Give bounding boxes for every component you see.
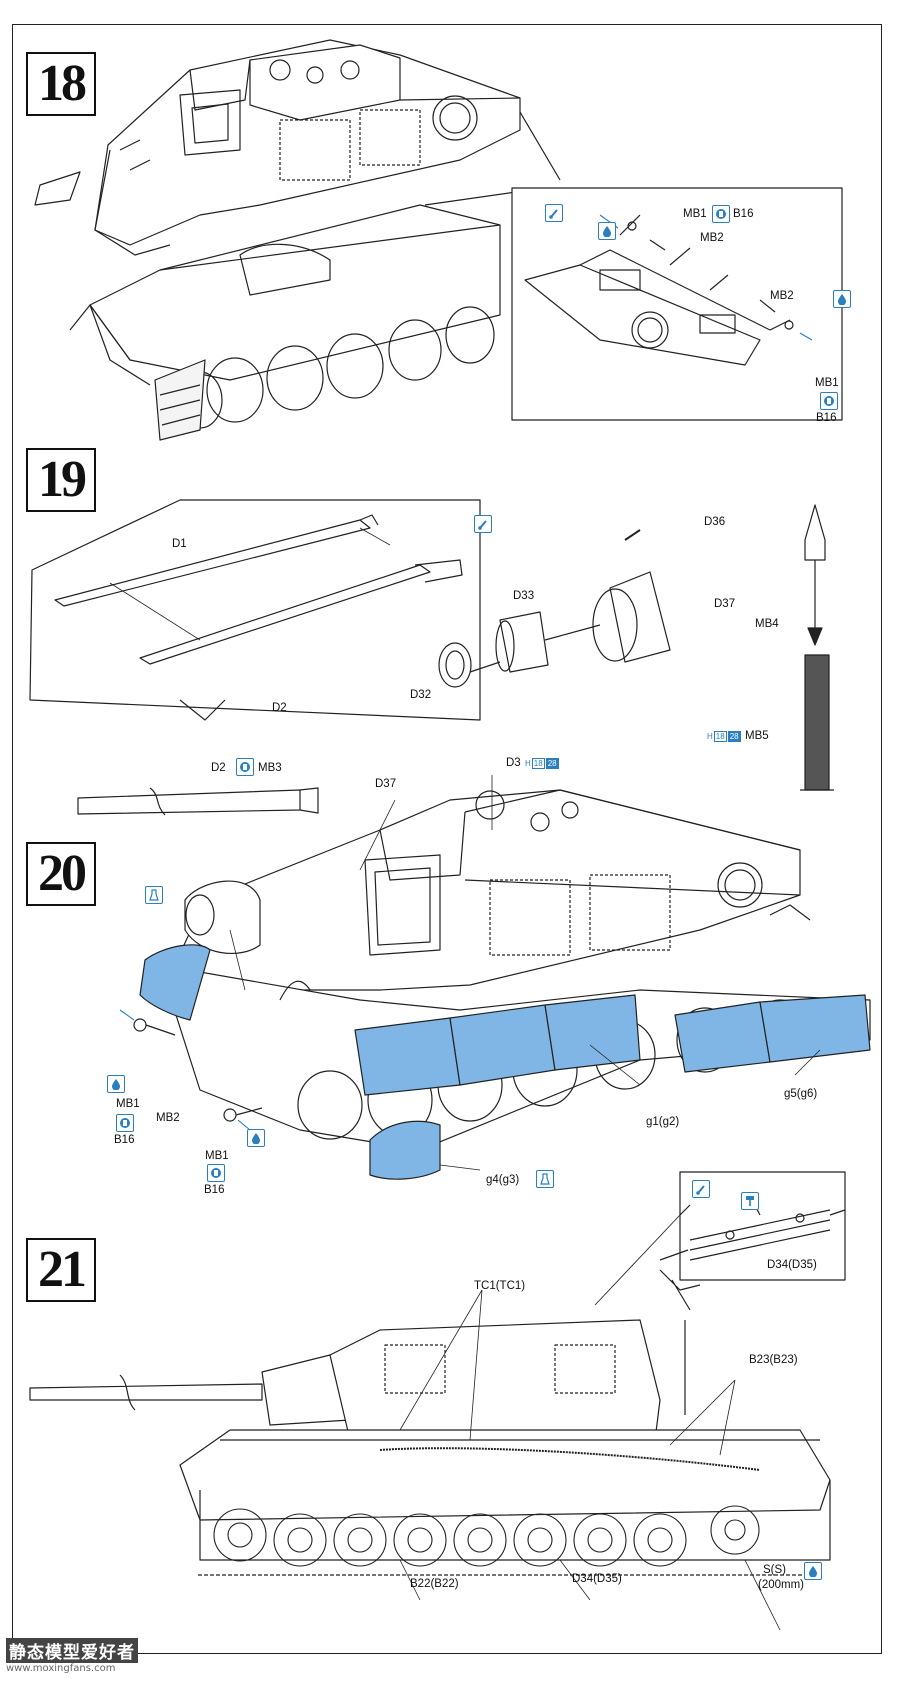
cement-icon xyxy=(236,758,254,776)
label-b16-right: B16 xyxy=(816,412,837,424)
label-b16-bottom: B16 xyxy=(204,1184,225,1196)
watermark-url: www.moxingfans.com xyxy=(6,1663,116,1674)
label-d2-inset: D2 xyxy=(272,702,287,714)
step21-inset xyxy=(659,1171,846,1281)
step20-tow-hooks xyxy=(133,980,311,1122)
glue-icon xyxy=(545,204,563,222)
step19-ammo xyxy=(800,504,834,791)
paint-brush-icon xyxy=(536,1170,554,1188)
step-number-19: 19 xyxy=(26,448,96,512)
step19-muzzle-parts xyxy=(438,529,671,688)
step-number-18: 18 xyxy=(26,52,96,116)
label-b16-left: B16 xyxy=(114,1134,135,1146)
label-d3: D3 xyxy=(506,757,521,769)
glue-icon xyxy=(474,515,492,533)
label-mb4: MB4 xyxy=(755,618,779,630)
step-number-21: 21 xyxy=(26,1238,96,1302)
paint-icon xyxy=(247,1129,265,1147)
label-b22: B22(B22) xyxy=(410,1578,459,1590)
label-mb2-right: MB2 xyxy=(770,290,794,302)
label-mb2: MB2 xyxy=(700,232,724,244)
label-d34-inset: D34(D35) xyxy=(767,1259,817,1271)
drill-icon xyxy=(741,1192,759,1210)
label-mb1-right: MB1 xyxy=(815,377,839,389)
cement-icon xyxy=(116,1114,134,1132)
step18-inset xyxy=(511,187,843,421)
step18-hull xyxy=(69,204,501,441)
cement-icon xyxy=(712,205,730,223)
label-d37: D37 xyxy=(714,598,736,610)
page-frame xyxy=(12,24,882,1654)
cement-icon xyxy=(820,392,838,410)
label-g5: g5(g6) xyxy=(784,1088,818,1100)
label-mb1-left: MB1 xyxy=(116,1098,140,1110)
step19-barrel-assembled xyxy=(77,787,319,816)
label-s: S(S) xyxy=(763,1564,786,1576)
step20-superstructure xyxy=(169,789,811,991)
step-number-20: 20 xyxy=(26,842,96,906)
step19-barrel-inset xyxy=(29,499,481,721)
label-s-length: (200mm) xyxy=(758,1579,805,1591)
label-d34: D34(D35) xyxy=(572,1573,622,1585)
paint-icon xyxy=(107,1075,125,1093)
paint-icon xyxy=(833,290,851,308)
label-mb2-left: MB2 xyxy=(156,1112,180,1124)
cement-icon xyxy=(207,1164,225,1182)
label-b16: B16 xyxy=(733,208,754,220)
label-mb1: MB1 xyxy=(683,208,707,220)
watermark: 静态模型爱好者 www.moxingfans.com xyxy=(6,1638,176,1674)
paint-brush-icon xyxy=(145,886,163,904)
label-d1: D1 xyxy=(172,538,187,550)
label-mb3: MB3 xyxy=(258,762,282,774)
watermark-title: 静态模型爱好者 xyxy=(6,1638,138,1663)
label-d32: D32 xyxy=(410,689,432,701)
label-tc1: TC1(TC1) xyxy=(474,1280,526,1292)
label-mb5: MB5 xyxy=(745,730,769,742)
label-g1: g1(g2) xyxy=(646,1116,680,1128)
label-d2: D2 xyxy=(211,762,226,774)
paint-icon xyxy=(804,1562,822,1580)
label-b23: B23(B23) xyxy=(749,1354,798,1366)
label-d37-step20: D37 xyxy=(375,778,397,790)
label-d33: D33 xyxy=(513,590,535,602)
step20-fenders xyxy=(139,944,871,1180)
glue-icon xyxy=(692,1180,710,1198)
label-d36: D36 xyxy=(704,516,726,528)
paint-icon xyxy=(598,222,616,240)
label-g4: g4(g3) xyxy=(486,1174,520,1186)
label-mb1-bottom: MB1 xyxy=(205,1150,229,1162)
step21-tank-profile xyxy=(29,1269,831,1576)
step18-superstructure xyxy=(34,39,521,256)
